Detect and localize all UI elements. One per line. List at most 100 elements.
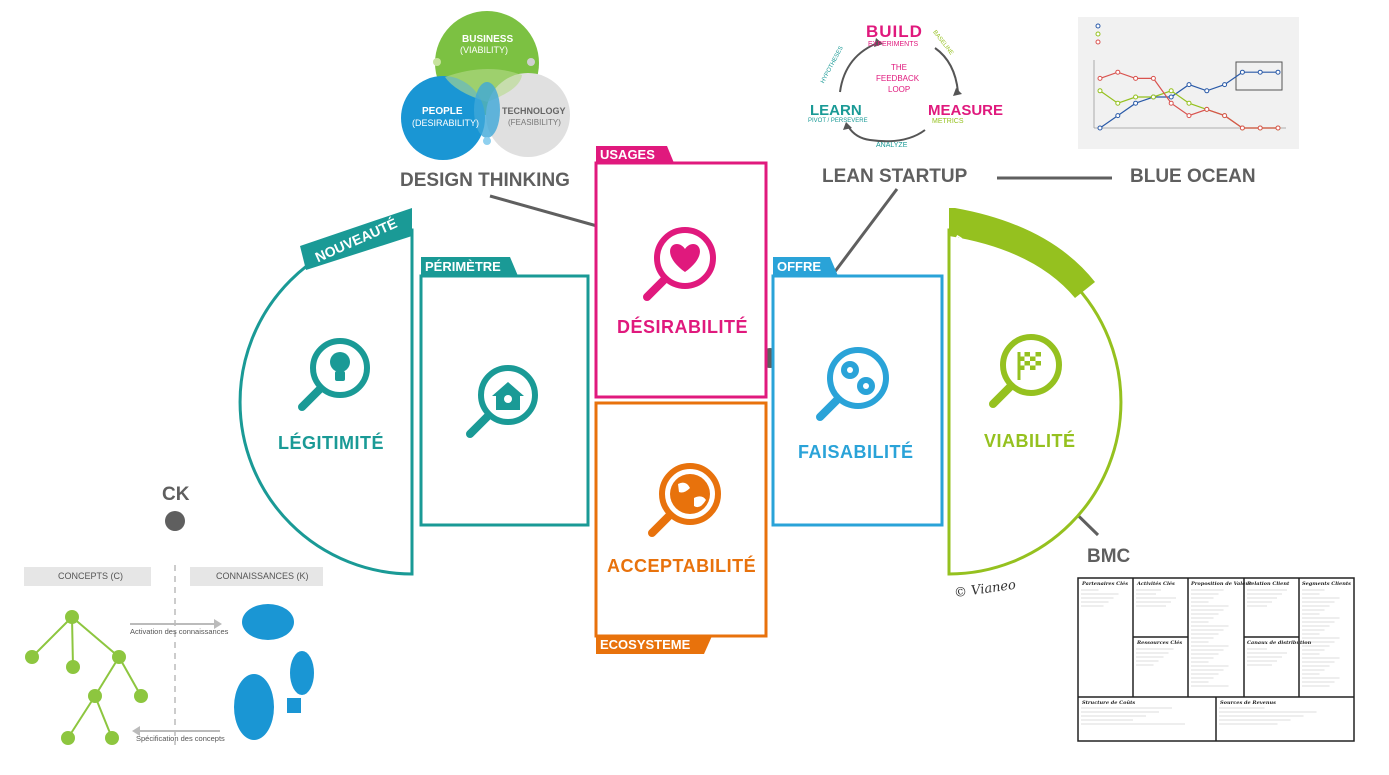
design-thinking-label: DESIGN THINKING xyxy=(400,170,570,191)
usages-tag: USAGES xyxy=(600,147,655,162)
blue-ocean-point-2-7 xyxy=(1222,113,1228,119)
ecosysteme-tab xyxy=(596,636,712,654)
ecosysteme-tag: ECOSYSTEME xyxy=(600,637,691,652)
blue-ocean-legend-marker-0 xyxy=(1095,23,1101,29)
ck-knowledge-header: CONNAISSANCES (K) xyxy=(216,571,309,581)
ck-specification-label: Spécification des concepts xyxy=(136,734,225,743)
faisabilite-box xyxy=(771,274,944,527)
venn-people-label: PEOPLE xyxy=(422,106,463,117)
venn-technology-sub: (FEASIBILITY) xyxy=(508,118,561,127)
venn-business-sub: (VIABILITY) xyxy=(460,45,509,55)
blue-ocean-legend-marker-1 xyxy=(1095,31,1101,37)
loop-measure-sub: METRICS xyxy=(932,118,964,125)
business-model-tab xyxy=(949,208,1095,298)
venn-people-circle xyxy=(401,76,485,160)
venn-technology-circle xyxy=(486,73,570,157)
ck-activation-label: Activation des connaissances xyxy=(130,627,229,636)
ck-knowledge-blob-4 xyxy=(287,698,301,713)
loop-measure: MEASURE xyxy=(928,102,1004,119)
blue-ocean-point-0-10 xyxy=(1275,69,1281,75)
usages-tab xyxy=(596,146,674,163)
blue-ocean-point-2-1 xyxy=(1115,69,1121,75)
ck-concept-tree xyxy=(31,616,142,739)
bmc-cell-canaux: Canaux de distribution xyxy=(1247,640,1312,646)
blue-ocean-point-1-3 xyxy=(1150,94,1156,100)
blue-ocean-point-0-0 xyxy=(1097,125,1103,131)
blue-ocean-strategy-canvas xyxy=(1093,23,1286,131)
lightbulb-magnifier-icon xyxy=(298,338,370,411)
blue-ocean-point-2-3 xyxy=(1150,75,1156,81)
ck-tree-nodes xyxy=(25,610,148,745)
blue-ocean-point-2-10 xyxy=(1275,125,1281,131)
blue-ocean-point-2-4 xyxy=(1168,100,1174,106)
loop-learn-sub: PIVOT / PERSEVERE xyxy=(808,118,868,124)
ck-knowledge-blob-2 xyxy=(290,651,314,695)
bmc-cell-revenus: Sources de Revenus xyxy=(1220,700,1276,706)
bmc-cell-ressources: Ressources Clés xyxy=(1137,640,1183,646)
ck-diagram xyxy=(24,565,323,745)
ck-knowledge-header-bg xyxy=(190,567,323,586)
blue-ocean-point-1-4 xyxy=(1168,88,1174,94)
loop-learn: LEARN xyxy=(810,102,862,119)
ck-concepts-header-bg xyxy=(24,567,151,586)
ck-label: CK xyxy=(162,484,190,505)
desirabilite-box xyxy=(594,161,768,399)
ck-knowledge-blob-1 xyxy=(242,604,294,640)
blue-ocean-point-0-4 xyxy=(1168,94,1174,100)
venn-technology-label: TECHNOLOGY xyxy=(502,106,566,116)
bmc-cell-partenaires: Partenaires Clés xyxy=(1082,581,1129,587)
venn-people-sub: (DESIRABILITY) xyxy=(412,118,480,128)
loop-arc-analyze: ANALYZE xyxy=(876,142,908,149)
globe-magnifier-icon xyxy=(648,463,721,537)
blue-ocean-point-0-1 xyxy=(1115,113,1121,119)
faisabilite-label: FAISABILITÉ xyxy=(798,442,914,462)
bmc-cell-relation: Relation Client xyxy=(1247,581,1290,587)
bmc-cell-couts: Structure de Coûts xyxy=(1082,700,1136,706)
blue-ocean-point-2-5 xyxy=(1186,113,1192,119)
blue-ocean-point-2-6 xyxy=(1204,106,1210,112)
blue-ocean-point-1-2 xyxy=(1133,94,1139,100)
bmc-label: BMC xyxy=(1087,546,1131,567)
offre-tag: OFFRE xyxy=(777,259,822,274)
blue-ocean-point-2-2 xyxy=(1133,75,1139,81)
checkered-flag-magnifier-icon xyxy=(989,334,1062,408)
perimetre-tag: PÉRIMÈTRE xyxy=(425,259,501,274)
offre-tab xyxy=(773,257,838,276)
blue-ocean-legend-marker-2 xyxy=(1095,39,1101,45)
blue-ocean-point-0-7 xyxy=(1222,82,1228,88)
bmc-cell-proposition: Proposition de Valeur xyxy=(1191,581,1252,587)
ck-dot xyxy=(165,511,185,531)
ck-concepts-header: CONCEPTS (C) xyxy=(58,571,123,581)
loop-center-1: THE xyxy=(891,63,907,72)
bmc-text-lines xyxy=(1081,589,1340,725)
blue-ocean-point-0-5 xyxy=(1186,82,1192,88)
blue-ocean-point-0-8 xyxy=(1239,69,1245,75)
acceptabilite-label: ACCEPTABILITÉ xyxy=(607,556,757,576)
legitimite-half-circle xyxy=(238,228,414,576)
bmc-cell-segments: Segments Clients xyxy=(1302,581,1351,587)
blue-ocean-point-2-0 xyxy=(1097,75,1103,81)
blue-ocean-label: BLUE OCEAN xyxy=(1130,166,1256,187)
feedback-loop-sketch xyxy=(839,38,962,143)
design-thinking-venn xyxy=(401,11,570,160)
blue-ocean-point-1-1 xyxy=(1115,100,1121,106)
loop-build-sub: EXPERIMENTS xyxy=(868,41,919,48)
heart-magnifier-icon xyxy=(643,227,716,301)
loop-center-2: FEEDBACK xyxy=(876,74,920,83)
nouveaute-tab xyxy=(300,208,412,270)
lean-startup-label: LEAN STARTUP xyxy=(822,166,968,187)
viabilite-label: VIABILITÉ xyxy=(984,431,1076,451)
blue-ocean-point-0-9 xyxy=(1257,69,1263,75)
house-magnifier-icon xyxy=(466,365,538,438)
blue-ocean-point-1-5 xyxy=(1186,100,1192,106)
loop-center-3: LOOP xyxy=(888,85,911,94)
business-model-canvas xyxy=(1077,577,1355,742)
legitimite-label: LÉGITIMITÉ xyxy=(278,433,384,453)
gears-magnifier-icon xyxy=(816,347,889,421)
desirabilite-label: DÉSIRABILITÉ xyxy=(617,317,749,337)
bmc-cell-activites: Activités Clés xyxy=(1137,581,1175,587)
ck-knowledge-blob-3 xyxy=(234,674,274,740)
loop-build: BUILD xyxy=(866,22,923,41)
